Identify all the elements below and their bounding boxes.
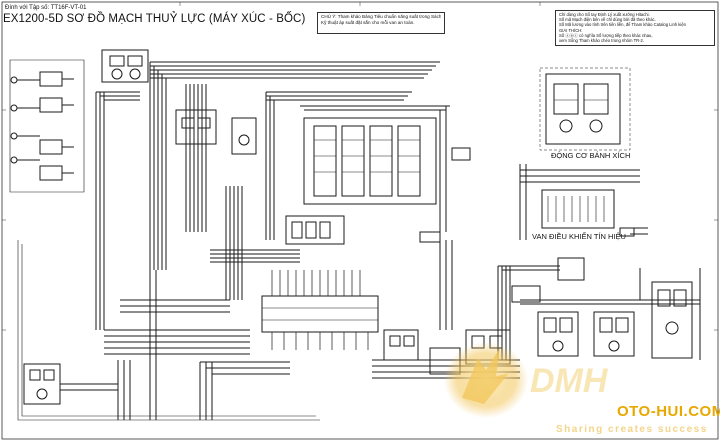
- caution-note-line: Kỹ thuật áp suất đặt sẵn cho mỗi van an …: [321, 20, 415, 25]
- cylinder-group-left: [9, 59, 85, 193]
- document-reference: Đính với Tập số: TT16F-VT-01: [5, 5, 87, 11]
- watermark-slogan: Sharing creates success: [556, 424, 708, 435]
- distributor-block: [261, 270, 379, 350]
- legend-info-line: Số ⓐⓑⓒ có nghĩa Số lượng tiếp theo khác …: [559, 32, 653, 38]
- pump-units: [101, 49, 257, 155]
- watermark-logo: DMH: [444, 342, 609, 418]
- legend-info-line: Số mã Mạch điện bên về chỉ dùng bởi đã t…: [559, 17, 656, 23]
- legend-info-line: GIẢI THÍCH:: [559, 27, 583, 33]
- caution-note-line: CHÚ Ý: Tham khảo Bảng Tiêu chuẩn năng su…: [321, 14, 441, 19]
- control-valve-block: [300, 105, 471, 243]
- legend-info-line: Chỉ dùng cho Sổ tay Định Lý xuất xưởng H…: [559, 12, 650, 17]
- signal-valve-label: VAN ĐIỀU KHIỂN TÍN HIỆU: [532, 232, 626, 241]
- pipe-bundle-lower: [17, 240, 320, 421]
- pipe-bundle-upper: [95, 61, 440, 330]
- legend-info-box: Chỉ dùng cho Sổ tay Định Lý xuất xưởng H…: [555, 10, 715, 46]
- pilot-control-right: [497, 257, 585, 360]
- svg-text:DMH: DMH: [530, 362, 609, 400]
- swing-and-travel-units: [372, 240, 701, 379]
- legend-info-line: xem Sổng Tham khảo chéo trong nhóm TR-2.: [559, 38, 645, 44]
- pilot-valve-bank: [210, 186, 345, 300]
- diagram-title: EX1200-5D SƠ ĐỒ MẠCH THUỶ LỰC (MÁY XÚC -…: [3, 13, 306, 25]
- legend-info-line: Số Mã lương vào tính trên tiên liền, để …: [559, 22, 686, 28]
- caution-note: CHÚ Ý: Tham khảo Bảng Tiêu chuẩn năng su…: [317, 12, 445, 34]
- travel-motor-label: ĐỘNG CƠ BÁNH XÍCH: [551, 151, 631, 160]
- watermark-brand: OTO-HUI.COM: [617, 403, 720, 420]
- travel-motor-diagram: [539, 67, 631, 151]
- signal-control-valve-diagram: [519, 164, 648, 240]
